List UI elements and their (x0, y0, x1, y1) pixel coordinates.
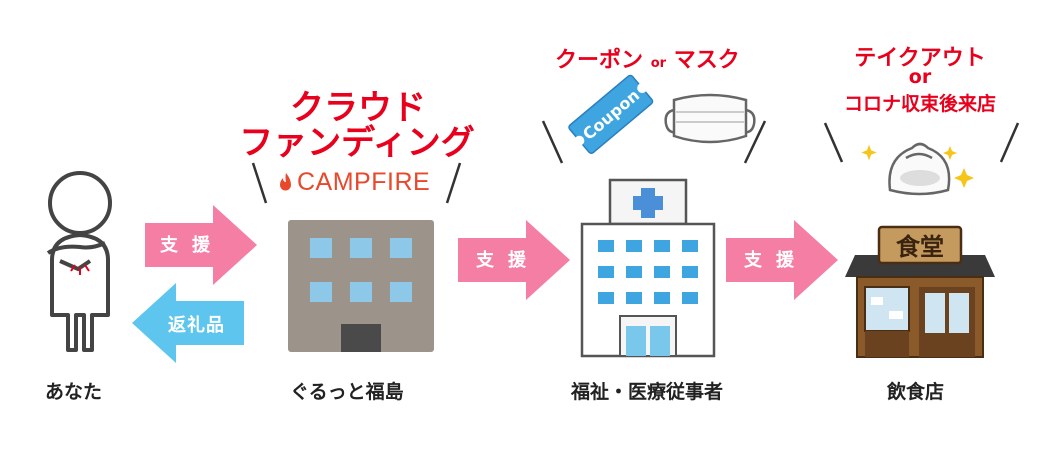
coupon-mask-sparkle-lines (541, 120, 767, 164)
crowdfunding-heading-line2: ファンディング (239, 123, 475, 163)
mask-illustration (664, 93, 756, 144)
restaurant-illustration: 食堂 (845, 225, 995, 358)
crowdfunding-heading-line1: クラウド (290, 88, 426, 128)
takeout-heading-or: or (908, 66, 932, 88)
person-illustration (46, 171, 112, 352)
arrow-label-return-gift: 返礼品 (168, 315, 225, 336)
mask-text: マスク (673, 48, 740, 73)
hospital-illustration (580, 178, 716, 358)
takeout-heading-line1: テイクアウト (854, 46, 986, 71)
arrow-support-right-1 (145, 205, 257, 285)
campfire-sparkle-lines (251, 162, 462, 204)
arrow-label-support-3: 支援 (744, 250, 808, 271)
node-label-welfare: 福祉・医療従事者 (571, 381, 724, 403)
node-label-gurutto: ぐるっと福島 (290, 381, 404, 403)
takeout-heading-line2: コロナ収束後来店 (843, 93, 996, 115)
office-building-illustration (288, 220, 434, 352)
takeout-bag-illustration (861, 142, 974, 196)
node-label-restaurant: 飲食店 (887, 381, 945, 403)
arrow-return-gift-left (132, 283, 244, 363)
or-text: or (650, 56, 667, 71)
coupon-ticket-illustration: Coupon (568, 74, 654, 155)
arrow-label-support-1: 支援 (160, 235, 224, 256)
takeout-sparkle-lines (823, 122, 1020, 163)
coupon-mask-heading: クーポン or マスク (555, 42, 740, 74)
arrow-support-right-3 (726, 220, 838, 300)
restaurant-sign-text: 食堂 (896, 233, 944, 261)
coupon-text: クーポン (555, 48, 644, 73)
arrow-label-support-2: 支援 (476, 250, 540, 271)
arrow-support-right-2 (458, 220, 570, 300)
campfire-flame-icon (280, 173, 291, 191)
campfire-logo-text: CAMPFIRE (297, 168, 431, 196)
node-label-you: あなた (45, 381, 103, 403)
